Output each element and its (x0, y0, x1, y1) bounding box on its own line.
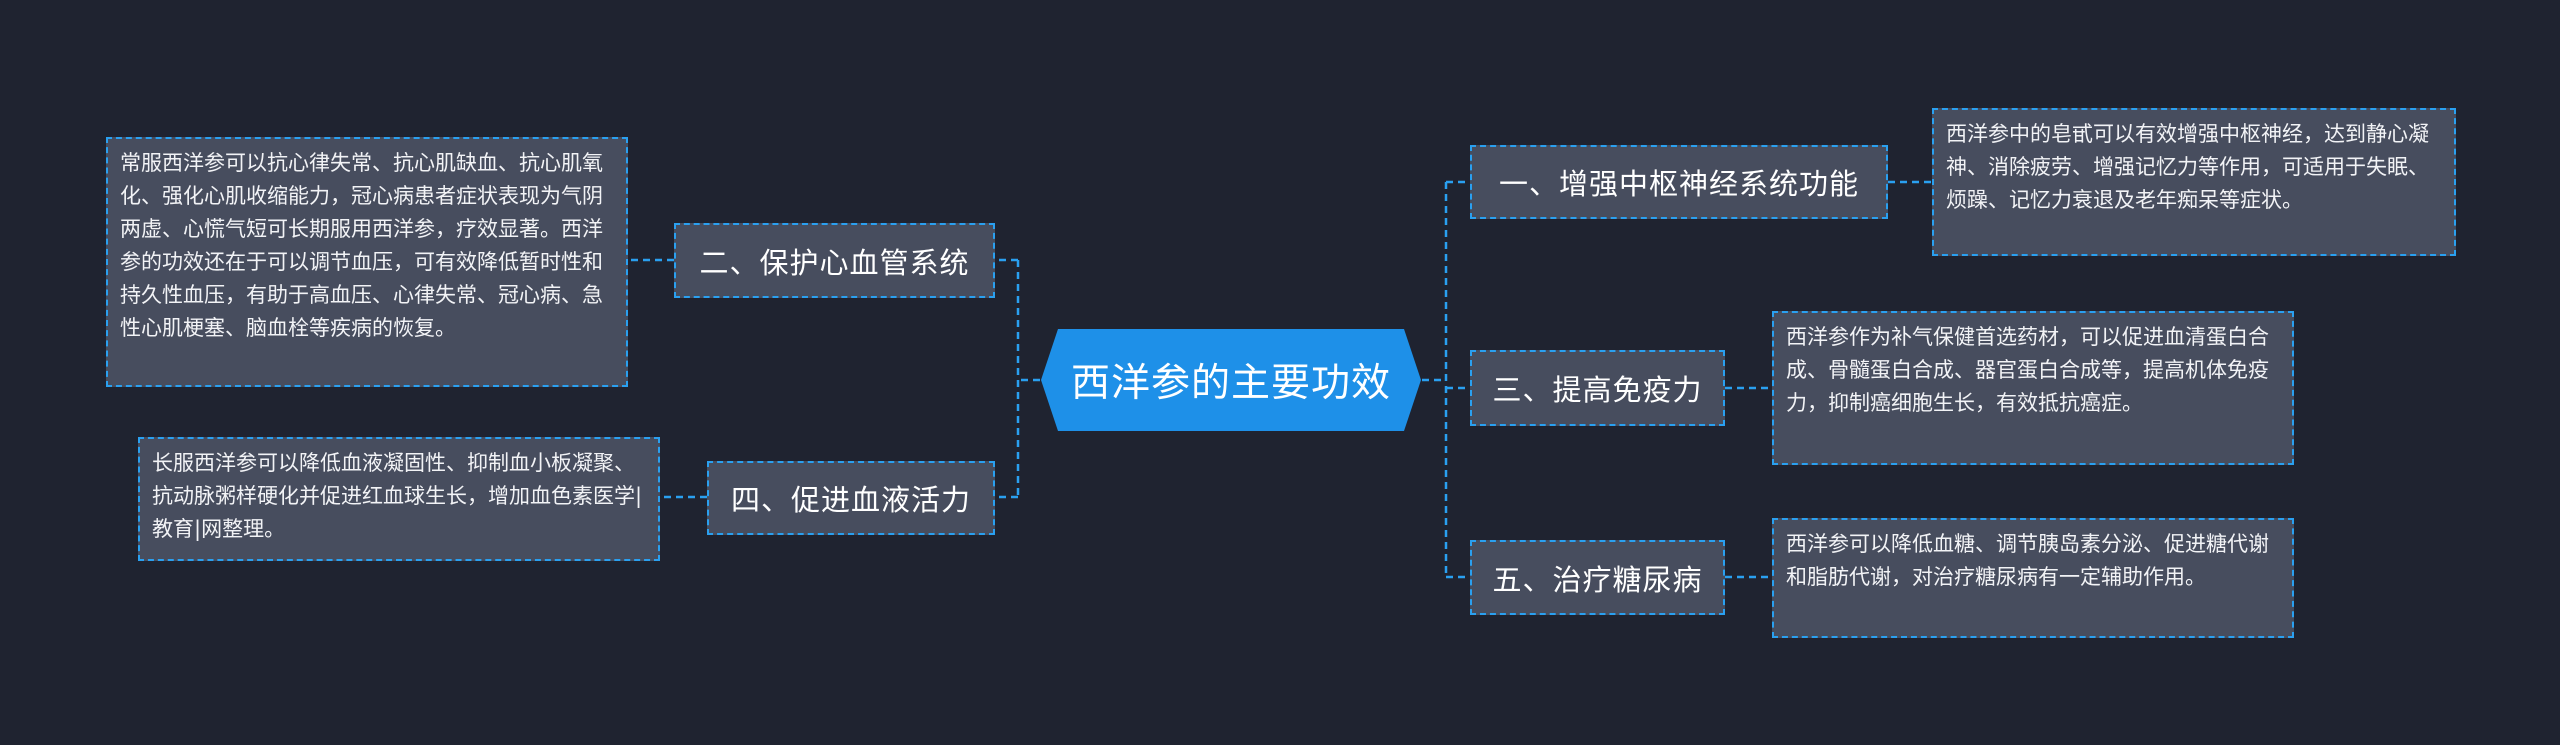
branch-blood-label: 四、促进血液活力 (730, 483, 971, 517)
branch-cardio-label: 二、保护心血管系统 (699, 245, 970, 280)
branch-cns[interactable]: 一、增强中枢神经系统功能 (1470, 145, 1888, 219)
center-topic[interactable]: 西洋参的主要功效 (1040, 328, 1422, 432)
detail-diabetes-text: 西洋参可以降低血糖、调节胰岛素分泌、促进糖代谢和脂肪代谢，对治疗糖尿病有一定辅助… (1786, 532, 2269, 589)
detail-cns: 西洋参中的皂甙可以有效增强中枢神经，达到静心凝神、消除疲劳、增强记忆力等作用，可… (1932, 108, 2456, 256)
detail-cardio: 常服西洋参可以抗心律失常、抗心肌缺血、抗心肌氧化、强化心肌收缩能力，冠心病患者症… (106, 137, 628, 387)
detail-blood-text: 长服西洋参可以降低血液凝固性、抑制血小板凝聚、抗动脉粥样硬化并促进红血球生长，增… (152, 451, 643, 541)
branch-cardio[interactable]: 二、保护心血管系统 (674, 223, 995, 298)
center-topic-label: 西洋参的主要功效 (1070, 361, 1391, 406)
branch-diabetes-label: 五、治疗糖尿病 (1492, 562, 1703, 597)
detail-cardio-text: 常服西洋参可以抗心律失常、抗心肌缺血、抗心肌氧化、强化心肌收缩能力，冠心病患者症… (120, 151, 603, 340)
branch-immunity-label: 三、提高免疫力 (1492, 373, 1703, 407)
detail-blood: 长服西洋参可以降低血液凝固性、抑制血小板凝聚、抗动脉粥样硬化并促进红血球生长，增… (138, 437, 660, 561)
detail-diabetes: 西洋参可以降低血糖、调节胰岛素分泌、促进糖代谢和脂肪代谢，对治疗糖尿病有一定辅助… (1772, 518, 2294, 638)
branch-blood[interactable]: 四、促进血液活力 (707, 461, 995, 535)
detail-immunity-text: 西洋参作为补气保健首选药材，可以促进血清蛋白合成、骨髓蛋白合成、器官蛋白合成等，… (1786, 325, 2269, 415)
center-topic-shape (1041, 329, 1421, 431)
branch-diabetes[interactable]: 五、治疗糖尿病 (1470, 540, 1725, 615)
branch-immunity[interactable]: 三、提高免疫力 (1470, 350, 1725, 426)
detail-immunity: 西洋参作为补气保健首选药材，可以促进血清蛋白合成、骨髓蛋白合成、器官蛋白合成等，… (1772, 311, 2294, 465)
branch-cns-label: 一、增强中枢神经系统功能 (1498, 167, 1859, 201)
detail-cns-text: 西洋参中的皂甙可以有效增强中枢神经，达到静心凝神、消除疲劳、增强记忆力等作用，可… (1946, 122, 2429, 212)
